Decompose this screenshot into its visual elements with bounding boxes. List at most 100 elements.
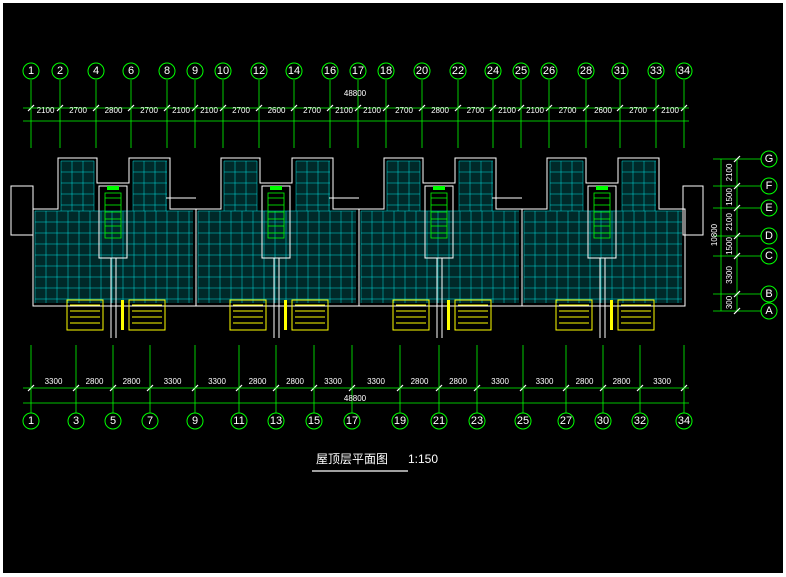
balcony-divider [610,300,613,330]
right-axis-label: C [765,250,773,262]
right-tick [733,204,741,212]
bottom-axis-label: 21 [433,415,445,427]
top-axis-circle [22,62,40,80]
top-axis-label: 2 [57,65,63,77]
stair-flight [104,192,122,239]
tile-area [133,161,167,211]
right-segment-dim: 300 [725,295,734,309]
bottom-axis-label: 17 [346,415,358,427]
bottom-axis-label: 15 [308,415,320,427]
right-axis-circle [760,285,778,303]
top-axis-label: 1 [28,65,34,77]
right-axis-circle [760,177,778,195]
roof-tile-grid [34,160,682,303]
balcony-bay [555,299,593,331]
bottom-axis-circle [141,412,159,430]
balcony-bay [128,299,166,331]
tile-area [387,161,420,211]
building-outline [10,157,704,338]
right-tick [733,290,741,298]
top-segment-dim: 2700 [303,106,321,115]
right-axis-label: F [766,180,773,192]
tile-area [224,161,257,211]
balcony-divider [447,300,450,330]
bottom-segment-dim: 2800 [411,377,429,386]
bottom-segment-dim: 3300 [491,377,509,386]
tile-area [198,211,356,303]
bottom-axis-circle [67,412,85,430]
right-axis-label: A [765,305,773,317]
bottom-axis-circle [104,412,122,430]
top-axis-label: 25 [515,65,527,77]
top-segment-dim: 2800 [105,106,123,115]
bottom-axis-label: 25 [517,415,529,427]
right-tick [733,252,741,260]
bottom-axis-label: 32 [634,415,646,427]
bottom-axis-circle [514,412,532,430]
balcony-bay [617,299,655,331]
top-axis-label: 26 [543,65,555,77]
right-axis-label: B [765,288,772,300]
stair-landing-marker [596,186,608,190]
bottom-axis-circle [430,412,448,430]
right-segment-dim: 2100 [725,163,734,181]
bottom-axis-label: 11 [233,415,244,427]
bottom-segment-dim: 2800 [613,377,631,386]
stair-cores [98,185,617,259]
top-segment-dim: 2100 [526,106,544,115]
top-axis-circle [51,62,69,80]
top-segment-dim: 2700 [395,106,413,115]
left-wing [10,185,34,236]
right-axis-circle [760,247,778,265]
stair-landing-marker [107,186,119,190]
drawing-title: 屋顶层平面图 [316,452,388,466]
right-axis-label: D [765,230,773,242]
right-axis-label: G [765,153,774,165]
top-segment-dim: 2100 [37,106,55,115]
tile-area [524,211,682,303]
stair-flight [267,192,285,239]
right-axis-label: E [765,202,772,214]
bottom-axis-label: 34 [678,415,690,427]
right-segment-dim: 3300 [725,266,734,284]
top-axis-circle [349,62,367,80]
bottom-axis-circle [230,412,248,430]
top-axis-circle [214,62,232,80]
balcony-divider [121,300,124,330]
top-axis-label: 10 [217,65,229,77]
bottom-segment-dim: 2800 [86,377,104,386]
bottom-axis-circle [22,412,40,430]
tile-area [459,161,493,211]
top-segment-dim: 2100 [498,106,516,115]
top-axis-label: 24 [487,65,499,77]
unit-outline [521,157,686,307]
balcony-divider [284,300,287,330]
bottom-segment-dim: 3300 [367,377,385,386]
right-axis-circle [760,150,778,168]
right-tick [733,155,741,163]
top-axis-label: 18 [380,65,392,77]
top-segment-dim: 2700 [559,106,577,115]
top-segment-dim: 2700 [140,106,158,115]
top-axis-label: 12 [253,65,265,77]
stair-landing-marker [270,186,282,190]
right-segment-dim: 2100 [725,213,734,231]
top-segment-dim: 2100 [172,106,190,115]
bottom-axis-circle [468,412,486,430]
right-tick [733,307,741,315]
bottom-segment-dim: 2800 [249,377,267,386]
top-segment-dim: 2100 [335,106,353,115]
stair-flight [430,192,448,239]
bottom-axis-label: 3 [73,415,79,427]
bottom-total-dim: 48800 [344,394,367,403]
top-axis-circle [250,62,268,80]
bottom-axis-label: 30 [597,415,609,427]
top-axis-circle [484,62,502,80]
top-segment-dim: 2100 [363,106,381,115]
top-axis-circle [449,62,467,80]
top-axis-label: 31 [614,65,626,77]
bottom-axis-circle [631,412,649,430]
